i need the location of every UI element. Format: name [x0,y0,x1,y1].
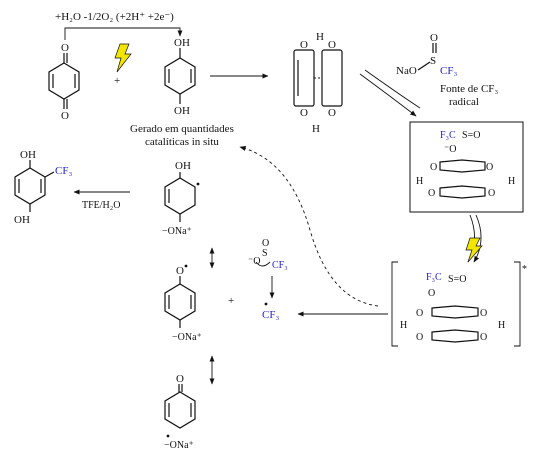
svg-text:O: O [61,42,69,54]
svg-text:OH: OH [20,149,36,161]
sulfinate-reagent: NaO S O CF₃ [396,32,457,77]
svg-text:O: O [300,107,308,119]
svg-text:O: O [430,32,438,44]
svg-text:−ONa⁺: −ONa⁺ [164,440,194,451]
svg-text:O: O [328,107,336,119]
bracket-right [514,261,521,347]
svg-text:O: O [486,162,493,173]
svg-text:F₃C: F₃C [426,272,442,283]
svg-text:⁻O: ⁻O [248,256,261,267]
svg-text:H: H [312,123,320,135]
svg-text:O: O [428,288,435,299]
caption-line-2: catalíticas in situ [145,136,219,148]
svg-text:O: O [480,308,487,319]
reagent-label-1: Fonte de CF₃ [440,83,498,95]
phenoxyl-radical: O −ONa⁺ [164,264,202,343]
svg-text:OH: OH [14,214,30,226]
boxed-complex: F₃C S=O ⁻O O O O O H H [416,130,515,199]
quinhydrone-complex: O O O O H H [293,31,343,135]
svg-text:F₃C: F₃C [440,130,456,141]
svg-text:CF₃: CF₃ [262,309,279,321]
excited-star: * [522,264,527,275]
svg-text:S: S [262,248,268,259]
svg-text:O: O [176,265,184,277]
catalytic-return-arrow [239,145,379,307]
plus-top: + [114,75,120,87]
svg-text:NaO: NaO [396,65,417,77]
condition-label: TFE/H₂O [82,200,121,211]
charge-transfer-box [409,121,524,213]
svg-text:O: O [416,332,423,343]
svg-text:CF₃: CF₃ [55,165,72,177]
svg-text:H: H [400,320,407,331]
top-equation: +H₂O -1/2O₂ (+2H⁺ +2e⁻) [55,11,174,23]
caption-line-1: Gerado em quantidades [130,123,234,135]
svg-text:O: O [176,373,184,385]
svg-text:O: O [61,110,69,122]
svg-text:CF₃: CF₃ [272,260,288,271]
svg-text:O: O [488,188,495,199]
svg-text:O: O [480,332,487,343]
plus-middle: + [228,295,234,307]
arrow-icon [364,69,421,109]
svg-text:OH: OH [174,105,190,117]
svg-text:CF₃: CF₃ [440,65,457,77]
arrow-icon [359,73,417,117]
bracket-left [391,261,398,347]
svg-text:⁻O: ⁻O [444,144,457,155]
svg-text:−ONa⁺: −ONa⁺ [162,226,192,237]
svg-text:OH: OH [175,160,191,172]
trifluoromethyl-hydroquinone: OH OH CF₃ [14,149,72,226]
svg-text:O: O [430,162,437,173]
svg-text:O: O [300,39,308,51]
lightning-icon [114,43,132,73]
benzoquinone: O O [48,42,80,122]
svg-text:H: H [316,31,324,43]
cf3-radical: CF₃ [262,302,279,321]
svg-text:O: O [416,308,423,319]
quinoid-radical: O −ONa⁺ [164,373,196,451]
svg-text:−ONa⁺: −ONa⁺ [172,332,202,343]
hydroquinone: OH OH [164,37,196,117]
svg-text:S=O: S=O [462,130,480,141]
reagent-label-2: radical [449,96,479,108]
svg-text:H: H [508,176,515,187]
svg-text:S=O: S=O [448,274,466,285]
lightning-icon [465,237,483,263]
radical-adduct: OH −ONa⁺ [162,160,200,237]
svg-text:O: O [328,39,336,51]
svg-text:OH: OH [174,37,190,49]
arrow-icon [473,214,482,263]
svg-text:H: H [416,176,423,187]
svg-text:O: O [428,188,435,199]
svg-text:S: S [430,55,436,67]
excited-complex: F₃C S=O O O O O O H H [400,272,505,343]
sulfinate-fragment: ⁻O S O CF₃ [248,238,288,271]
svg-text:H: H [498,320,505,331]
top-bracket-arrow [64,27,183,40]
svg-text:O: O [262,238,269,249]
